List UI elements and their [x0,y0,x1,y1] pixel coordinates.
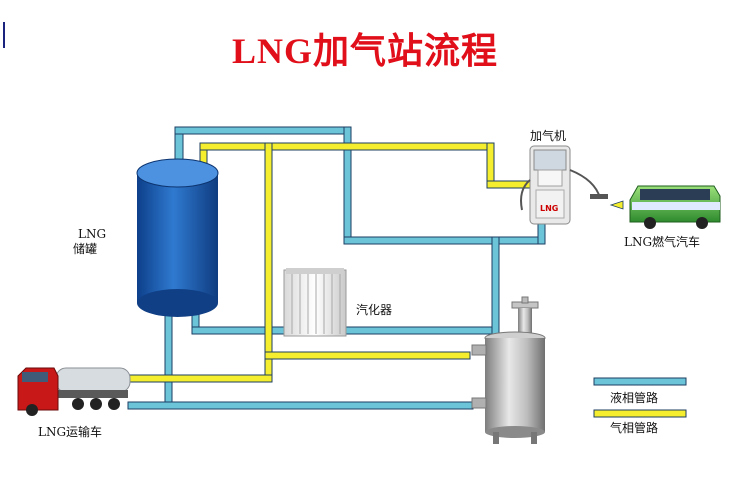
cryogenic-pump [471,296,546,444]
gas-pipes [127,142,687,418]
slide-edge-marker [3,22,5,48]
legend-gas-label: 气相管路 [610,421,659,435]
dispenser-label: 加气机 [530,129,567,143]
truck-label: LNG运输车 [38,425,103,439]
lng-storage-tank [136,158,219,317]
dispenser-panel-label: LNG [540,204,559,213]
storage-tank-label-line2: 储罐 [73,242,98,256]
lng-bus [609,185,721,229]
bus-label: LNG燃气汽车 [624,235,701,249]
lng-truck [17,367,131,416]
diagram-title: LNG加气站流程 [231,31,498,71]
lng-dispenser [520,145,608,225]
vaporizer-unit [283,268,347,337]
legend-liquid-label: 液相管路 [610,391,659,405]
vaporizer-label: 汽化器 [356,303,393,317]
storage-tank-label-line1: LNG [78,227,107,241]
